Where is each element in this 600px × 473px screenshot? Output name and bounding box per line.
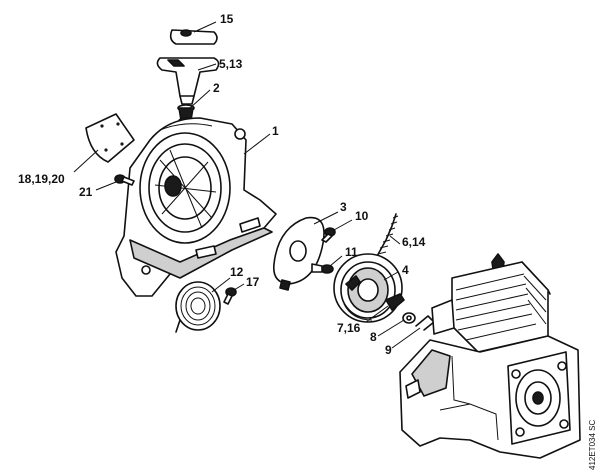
leader-9 <box>391 327 421 349</box>
leader-11 <box>329 255 343 267</box>
part-1-fan-housing <box>115 117 277 297</box>
label-12: 12 <box>230 265 244 279</box>
part-11-screw <box>311 263 334 274</box>
label-5-13: 5,13 <box>219 57 243 71</box>
label-1: 1 <box>272 124 279 138</box>
leader-3 <box>313 211 339 225</box>
leader-7-16 <box>365 305 389 323</box>
part-8-washer <box>402 312 416 324</box>
leader-12 <box>211 277 231 293</box>
label-3: 3 <box>340 200 347 214</box>
leader-18-19-20 <box>73 149 99 173</box>
part-9-spring-clip <box>415 315 435 331</box>
engine-crankcase <box>399 253 581 459</box>
leader-1 <box>243 133 271 155</box>
leader-17 <box>233 283 245 291</box>
part-4-rope-rotor <box>333 253 403 323</box>
label-4: 4 <box>402 263 409 277</box>
leader-15 <box>193 21 217 33</box>
part-21-screw <box>114 174 135 186</box>
label-9: 9 <box>385 343 392 357</box>
part-7-16-pawl <box>385 293 405 311</box>
part-12-rewind-spring <box>175 281 221 333</box>
part-labels: 15 5,13 2 1 18,19,20 21 3 10 11 6,14 4 1… <box>18 12 426 357</box>
label-11: 11 <box>345 245 358 259</box>
label-6-14: 6,14 <box>402 235 426 249</box>
label-17: 17 <box>246 275 260 289</box>
part-5-13-starter-handle <box>156 57 220 105</box>
part-10-screw <box>321 227 336 243</box>
leader-lines <box>73 21 421 349</box>
leader-5-13 <box>197 63 217 71</box>
label-15: 15 <box>220 12 234 26</box>
part-15-grip-cap <box>169 29 218 45</box>
leader-6-14 <box>389 235 401 245</box>
drawing-code: 412ET034 SC <box>588 420 597 470</box>
part-17-screw <box>223 287 237 305</box>
label-8: 8 <box>370 330 377 344</box>
part-3-cover-plate <box>272 216 325 291</box>
leader-4 <box>383 271 399 281</box>
leader-2 <box>189 89 211 109</box>
label-10: 10 <box>355 209 369 223</box>
leader-21 <box>95 181 117 191</box>
part-6-14-starter-rope <box>375 213 399 259</box>
label-21: 21 <box>79 185 93 199</box>
leader-10 <box>333 219 353 231</box>
leader-8 <box>377 319 405 337</box>
label-7-16: 7,16 <box>337 321 361 335</box>
label-2: 2 <box>213 81 220 95</box>
label-18-19-20: 18,19,20 <box>18 172 65 186</box>
